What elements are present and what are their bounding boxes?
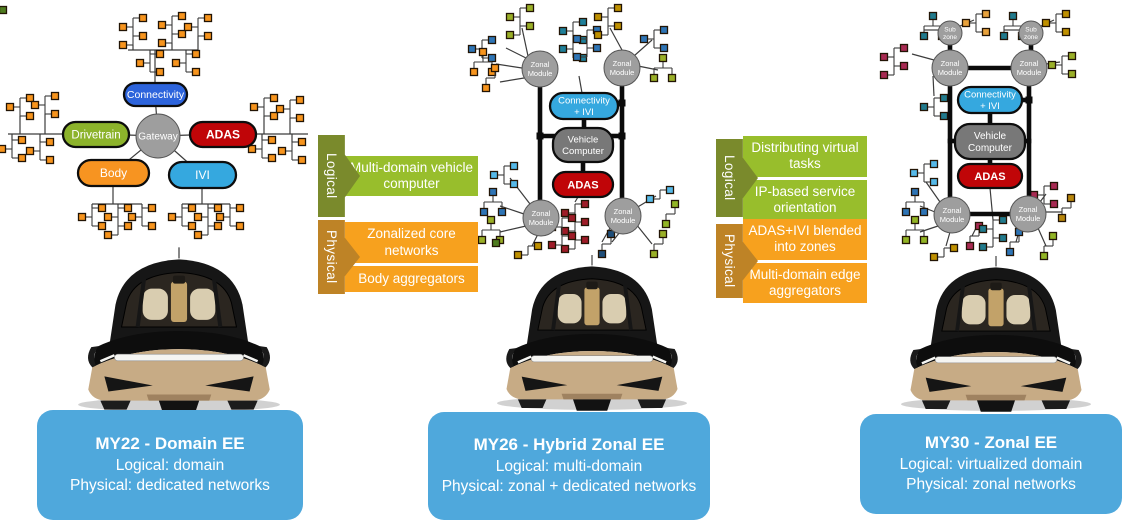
callout-physical-1: Physical Zonalized core networks Body ag…: [318, 220, 478, 294]
caption-title: MY26 - Hybrid Zonal EE: [473, 434, 665, 454]
svg-text:Zonal: Zonal: [1020, 59, 1039, 68]
physical-label: Physical: [722, 234, 737, 288]
svg-text:Module: Module: [1016, 214, 1041, 223]
logical-arrow: Logical: [716, 139, 758, 217]
svg-text:Vehicle: Vehicle: [568, 135, 599, 146]
svg-text:ADAS: ADAS: [206, 128, 240, 142]
svg-text:Zonal: Zonal: [1019, 205, 1038, 214]
svg-text:Zonal: Zonal: [943, 206, 962, 215]
caption-line: Physical: dedicated networks: [70, 477, 270, 495]
svg-text:IVI: IVI: [195, 168, 210, 182]
concept-car-image: [882, 248, 1110, 416]
svg-text:Computer: Computer: [968, 143, 1013, 154]
svg-text:Computer: Computer: [562, 146, 604, 157]
svg-text:Module: Module: [940, 215, 965, 224]
svg-text:Zonal: Zonal: [613, 59, 632, 68]
svg-text:Zonal: Zonal: [614, 207, 633, 216]
svg-text:Module: Module: [528, 69, 553, 78]
caption-line: Logical: virtualized domain: [899, 455, 1083, 473]
concept-car-image: [58, 242, 300, 414]
network-diagram-my30-zonal-ee: SubzoneSubzoneZonalModuleZonalModuleZona…: [879, 9, 1077, 262]
svg-text:Zonal: Zonal: [531, 60, 550, 69]
physical-item: Body aggregators: [345, 265, 478, 292]
svg-text:Module: Module: [529, 218, 554, 227]
logical-item: Multi-domain vehicle computer: [345, 155, 478, 197]
callout-physical-2: Physical ADAS+IVI blended into zones Mul…: [716, 218, 867, 304]
logical-label: Logical: [722, 155, 737, 201]
caption-line: Physical: zonal + dedicated networks: [441, 478, 697, 496]
svg-text:ADAS: ADAS: [567, 179, 598, 191]
logical-label: Logical: [324, 153, 339, 199]
concept-car-image: [478, 246, 706, 416]
svg-text:Gateway: Gateway: [138, 132, 177, 143]
svg-text:Sub: Sub: [944, 26, 956, 33]
caption-my22: MY22 - Domain EE Logical: domain Physica…: [37, 410, 303, 520]
svg-text:zone: zone: [1024, 34, 1038, 41]
logical-item: Distributing virtual tasks: [743, 135, 867, 177]
physical-item: ADAS+IVI blended into zones: [743, 218, 867, 260]
callout-logical-2: Logical Distributing virtual tasks IP-ba…: [716, 135, 867, 221]
svg-text:Drivetrain: Drivetrain: [71, 130, 120, 142]
svg-text:Vehicle: Vehicle: [974, 131, 1007, 142]
caption-line: Logical: domain: [115, 456, 225, 474]
caption-my30: MY30 - Zonal EE Logical: virtualized dom…: [860, 414, 1122, 514]
svg-text:Body: Body: [100, 166, 127, 180]
svg-text:Module: Module: [610, 68, 635, 77]
physical-item: Multi-domain edge aggregators: [743, 262, 867, 304]
svg-text:zone: zone: [943, 34, 957, 41]
svg-text:Connectivity: Connectivity: [127, 89, 185, 101]
callout-logical-1: Logical Multi-domain vehicle computer: [318, 135, 478, 217]
caption-title: MY22 - Domain EE: [95, 433, 245, 453]
caption-my26: MY26 - Hybrid Zonal EE Logical: multi-do…: [428, 412, 710, 520]
physical-item: Zonalized core networks: [345, 222, 478, 263]
svg-text:ADAS: ADAS: [974, 171, 1005, 183]
svg-text:+ IVI: + IVI: [980, 101, 1000, 112]
svg-text:Connectivity: Connectivity: [558, 96, 610, 107]
svg-text:Connectivity: Connectivity: [964, 90, 1016, 101]
svg-text:+ IVI: + IVI: [574, 107, 594, 118]
physical-label: Physical: [324, 230, 339, 284]
svg-text:Zonal: Zonal: [532, 209, 551, 218]
caption-line: Logical: multi-domain: [495, 457, 643, 475]
caption-title: MY30 - Zonal EE: [924, 432, 1058, 452]
logical-item: IP-based service orientation: [743, 179, 867, 221]
caption-line: Physical: zonal networks: [906, 476, 1076, 494]
svg-text:Module: Module: [938, 68, 963, 77]
logical-arrow: Logical: [318, 135, 360, 217]
svg-text:Zonal: Zonal: [941, 59, 960, 68]
network-diagram-my26-hybrid-zonal-ee: ZonalModuleZonalModuleZonalModuleZonalMo…: [467, 3, 680, 260]
svg-text:Sub: Sub: [1025, 26, 1037, 33]
svg-text:Module: Module: [611, 216, 636, 225]
svg-text:Module: Module: [1017, 68, 1042, 77]
